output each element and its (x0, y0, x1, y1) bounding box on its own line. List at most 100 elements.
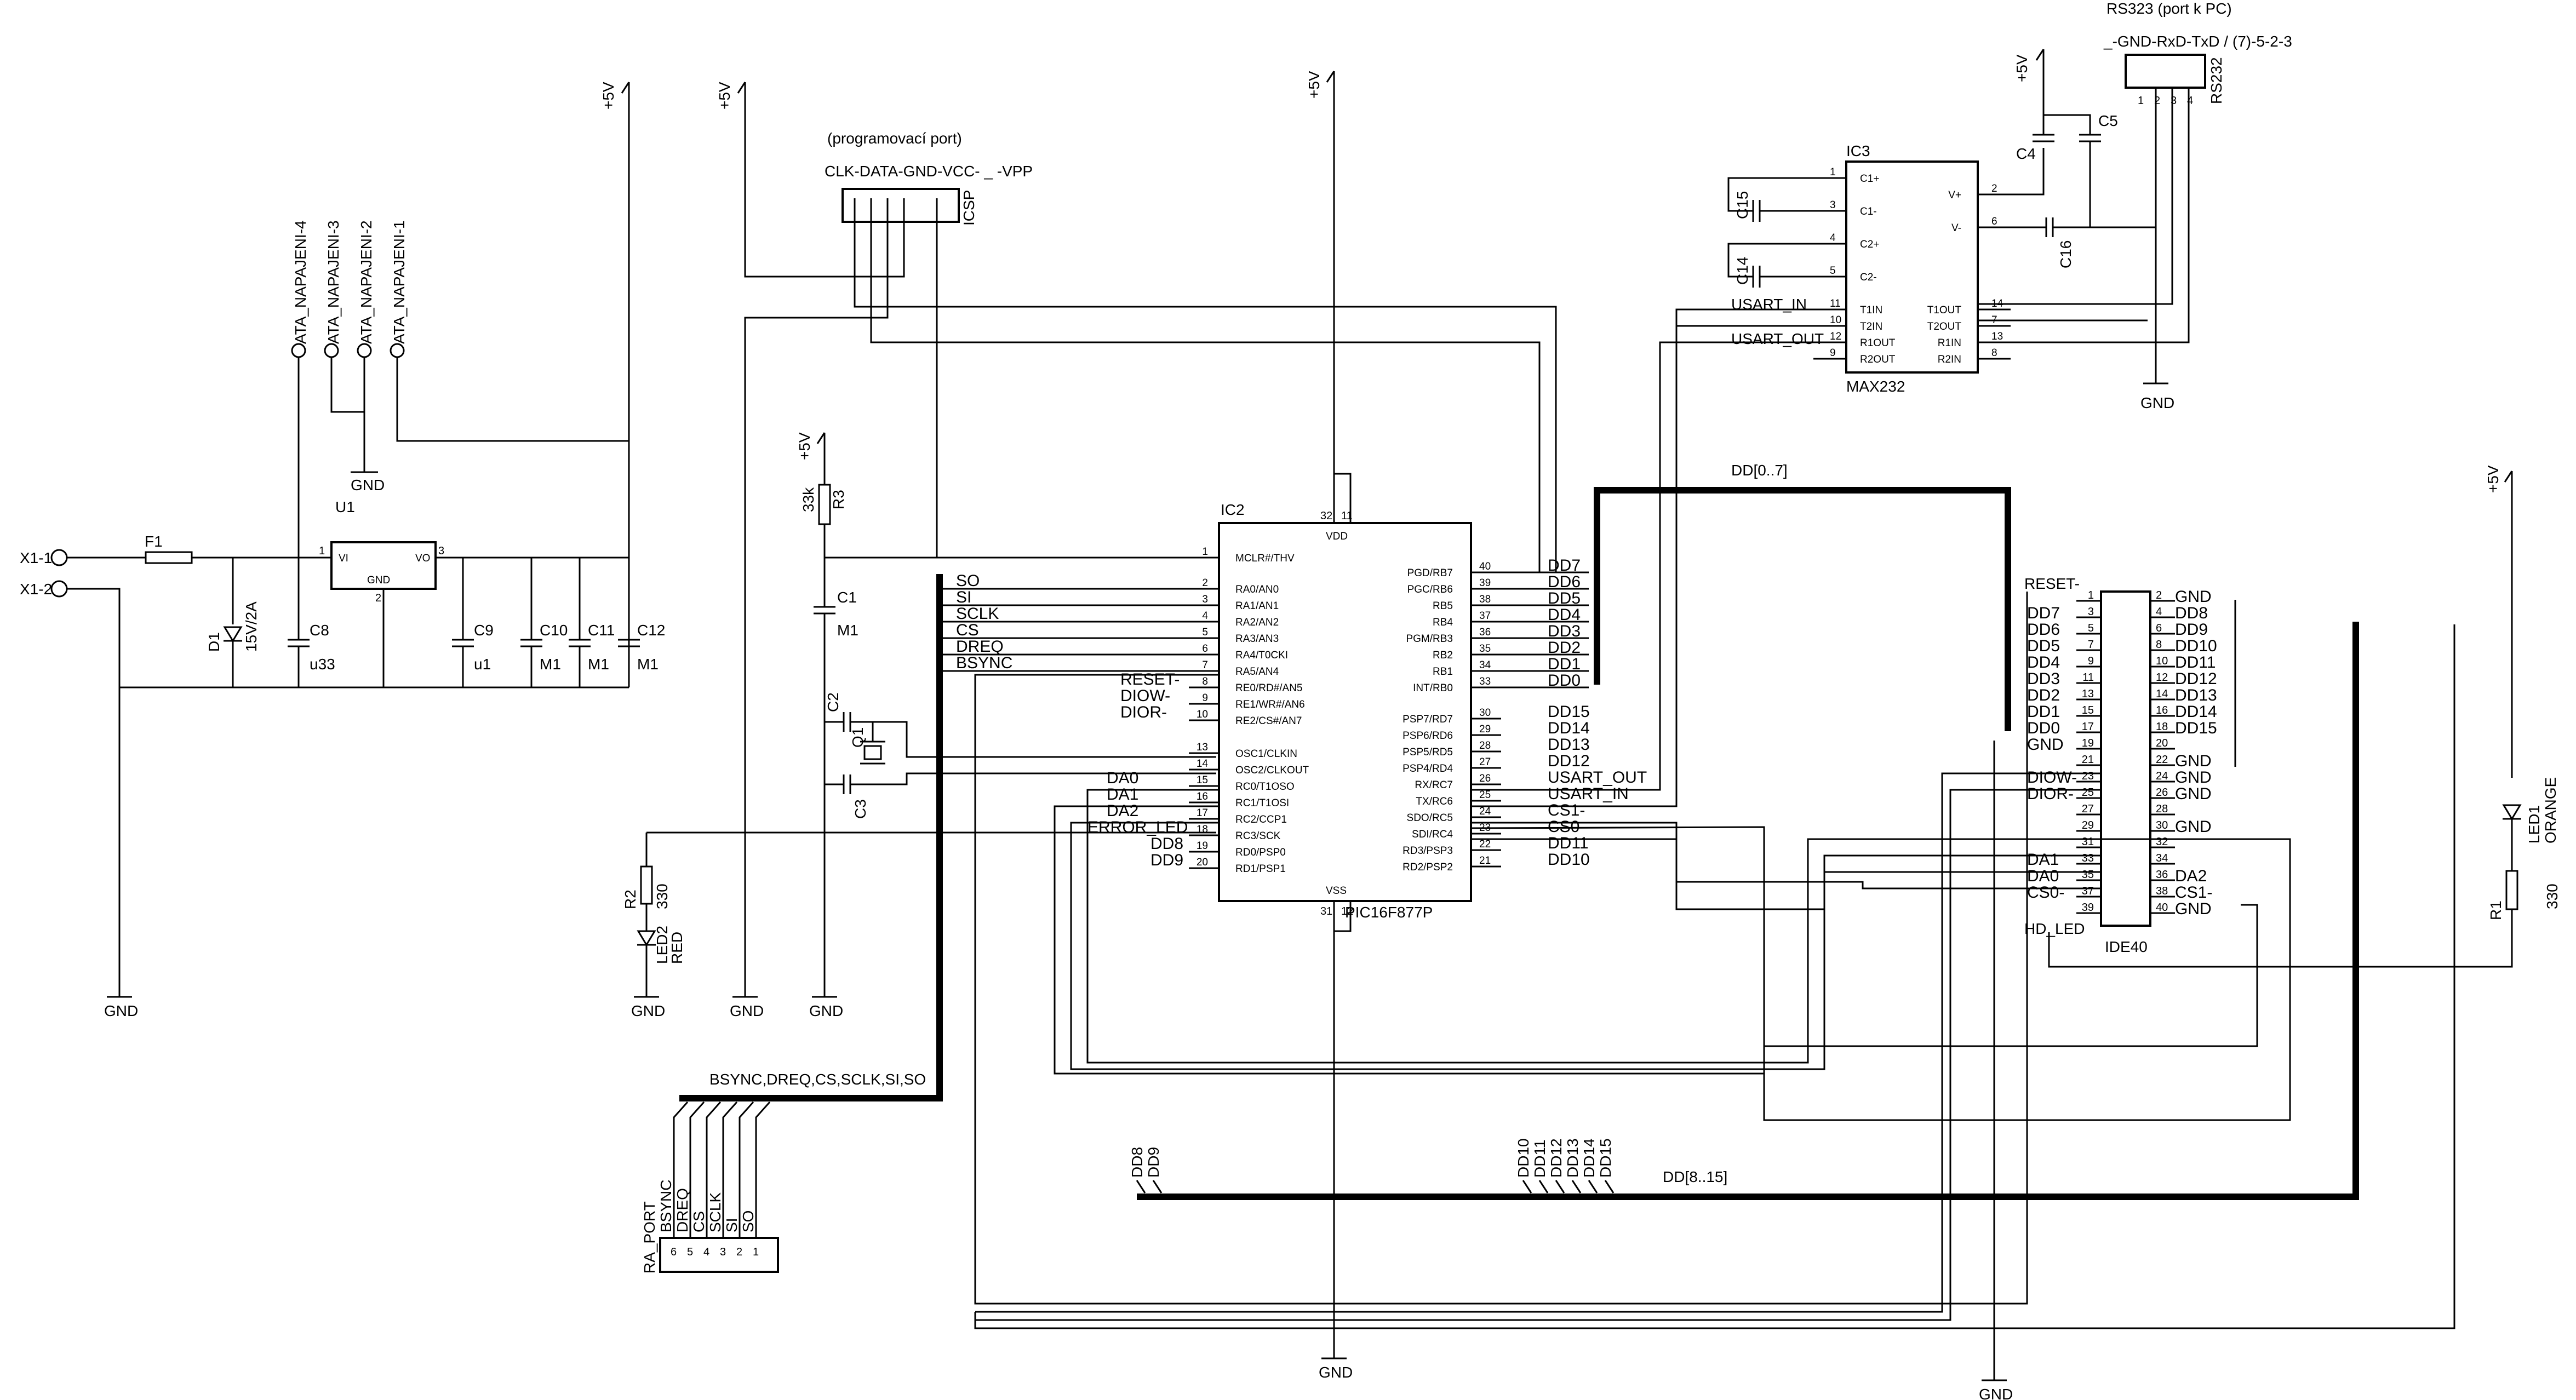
wire (330, 357, 365, 413)
vcc-arrow (621, 82, 630, 94)
ic2-left-pins: 1MCLR#/THV2RA0/AN03RA1/AN14RA2/AN25RA3/A… (942, 546, 1309, 875)
ic2-pin-name: RC0/T1OSO (1235, 781, 1295, 793)
ic2-net-label: DREQ (956, 638, 1004, 656)
ide-net-label: GND (2175, 588, 2212, 606)
svg-text:12: 12 (1341, 905, 1353, 917)
ra-bus-label: BSYNC,DREQ,CS,SCLK,SI,SO (709, 1071, 926, 1088)
ra-port-pin-label: SI (723, 1218, 740, 1232)
ic2-pin-name: PSP4/RD4 (1403, 763, 1453, 774)
ide-net-label: DD8 (2175, 604, 2208, 622)
svg-text:4: 4 (2187, 95, 2193, 107)
ic3-pin-name: C1- (1860, 206, 1877, 217)
ide-net-label: DA1 (2027, 851, 2059, 869)
c4-label: C4 (2016, 145, 2036, 162)
ic2-pin-number: 15 (1197, 774, 1208, 786)
ic2-pin-name: PGM/RB3 (1406, 633, 1453, 645)
wire (1978, 88, 2173, 305)
wire (67, 588, 121, 997)
ide-net-label: GND (2175, 768, 2212, 787)
ata-power-1-pin (390, 343, 405, 358)
gnd-label: GND (2140, 394, 2174, 411)
ide-net-label: GND (2175, 785, 2212, 803)
ide-pin-number: 8 (2156, 639, 2162, 651)
ide-net-label: DD0 (2027, 719, 2060, 737)
ic3-pin-name: C2+ (1860, 239, 1879, 250)
ic2-pin-name: RA5/AN4 (1235, 666, 1279, 678)
ra-port-ref: RA_PORT (641, 1201, 658, 1273)
ic2-pin-name: RB4 (1433, 617, 1453, 628)
bus-tap (1555, 1180, 1565, 1194)
ide-net-label: GND (2175, 900, 2212, 918)
ide-pin-number: 36 (2156, 869, 2168, 881)
ic3-pin-number: 4 (1830, 232, 1836, 244)
ide-net-label: DD5 (2027, 637, 2060, 655)
bus-tap (1571, 1180, 1582, 1194)
ic3-pin-number: 3 (1830, 199, 1836, 211)
ide-ref: IDE40 (2105, 938, 2148, 955)
gnd-label: GND (730, 1002, 764, 1019)
regulator-u1 (330, 541, 437, 590)
wire (1727, 243, 1846, 278)
ic2-pin-name: INT/RB0 (1413, 682, 1453, 694)
ide-net-label: CS0- (2027, 883, 2064, 902)
ic2-pin-number: 35 (1479, 643, 1491, 655)
vcc-arrow (2035, 49, 2045, 61)
ic2-pin-name: RB5 (1433, 600, 1453, 612)
vcc-label: +5V (600, 82, 617, 110)
ic2-pin-number: 21 (1479, 855, 1491, 867)
ra-port-pin-label: SCLK (707, 1192, 724, 1232)
ic2-pin-number: 39 (1479, 577, 1491, 589)
ide-pin-number: 13 (2082, 688, 2094, 700)
ic2-pin-number: 33 (1479, 676, 1491, 687)
wire (1086, 789, 2101, 1064)
vcc-label: +5V (716, 82, 733, 110)
wire (850, 772, 1216, 785)
ra-port-pin-number: 2 (736, 1246, 742, 1258)
ide-pin-number: 34 (2156, 852, 2168, 864)
ic2-net-label: DA2 (1107, 802, 1138, 820)
ide-pin-number: 33 (2082, 852, 2094, 864)
ic2-pin-number: 7 (1202, 659, 1208, 671)
ra-port-wire (739, 1101, 754, 1238)
ic3-pin-number: 6 (1991, 216, 1997, 227)
ide-pin-number: 12 (2156, 672, 2168, 684)
ide-net-label: DD2 (2027, 686, 2060, 704)
ic3-pin-name: R2IN (1938, 354, 1961, 365)
bus-tap-label: DD15 (1597, 1138, 1614, 1178)
ata-power-3-label: ATA_NAPAJENI-3 (325, 220, 342, 344)
usart-out-label: USART_OUT (1731, 330, 1824, 347)
ic2-pin-name: RB2 (1433, 650, 1453, 661)
ide-net-label: DA2 (2175, 867, 2207, 885)
dd-high-bus (1137, 622, 2359, 1200)
ide-pin-number: 29 (2082, 819, 2094, 831)
wire (1978, 88, 2190, 343)
ic2-pin-name: RA3/AN3 (1235, 633, 1279, 645)
ide-pin-number: 17 (2082, 721, 2094, 733)
ra-port-pin-number: 5 (687, 1246, 693, 1258)
ic2-net-label: BSYNC (956, 654, 1012, 672)
ra-port-wire (689, 1101, 705, 1238)
ic2-part: PIC16F877P (1345, 904, 1433, 921)
c12-value: M1 (637, 656, 659, 673)
ic2-pin-number: 38 (1479, 594, 1491, 605)
ic2-net-label: SCLK (956, 605, 999, 623)
ic2-pin-number: 6 (1202, 643, 1208, 655)
rs232-pins: _-GND-RxD-TxD / (7)-5-2-3 (2103, 33, 2292, 50)
rs232-ref: RS232 (2208, 57, 2225, 104)
ata-power-4-label: ATA_NAPAJENI-4 (292, 220, 309, 344)
ide-pin-number: 21 (2082, 754, 2094, 766)
ide-pin-number: 27 (2082, 803, 2094, 815)
c9-value: u1 (474, 656, 491, 673)
ra-bus-line (679, 574, 943, 1101)
led1-label: LED1 (2526, 805, 2543, 844)
svg-text:3: 3 (438, 545, 444, 557)
wire (854, 198, 1557, 572)
d1-value: 15V/2A (243, 601, 260, 652)
ide-pin-number: 9 (2088, 655, 2094, 667)
f1-label: F1 (145, 533, 163, 550)
ic2-pin-number: 8 (1202, 676, 1208, 687)
wire (1471, 308, 1846, 807)
ata-power-2-pin (357, 343, 372, 358)
